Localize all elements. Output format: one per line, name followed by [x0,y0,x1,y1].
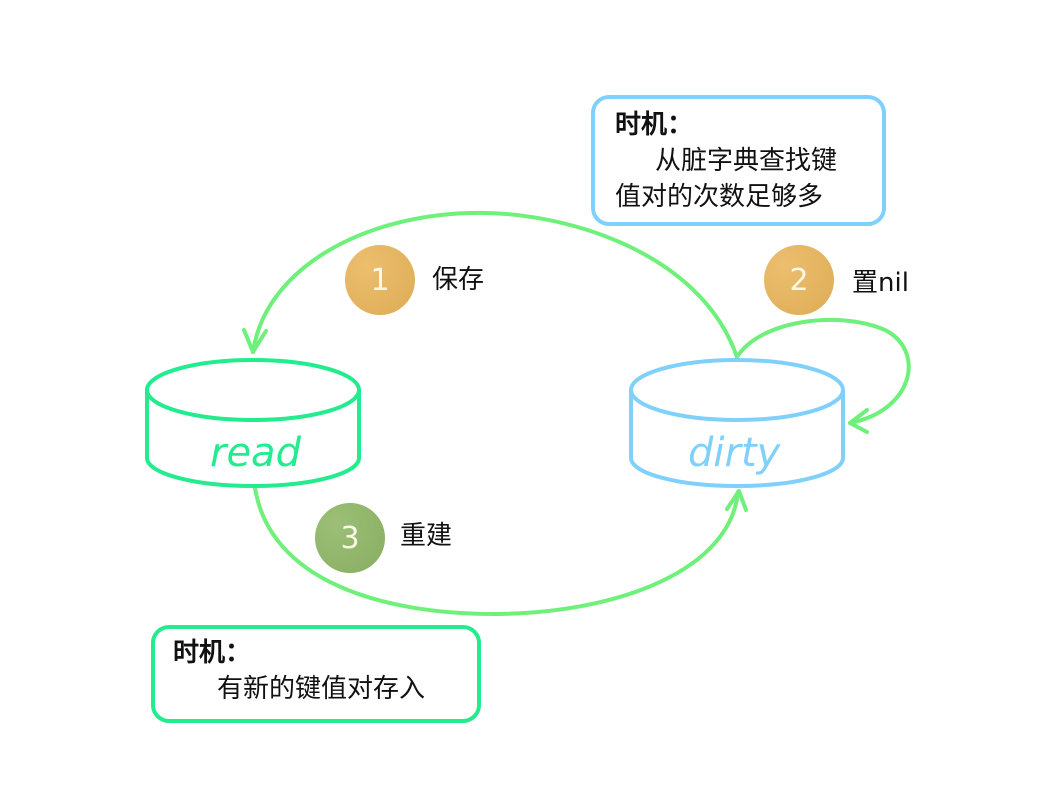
arrow-save-head [242,328,268,354]
note-line: 有新的键值对存入 [217,674,426,704]
dirty-database-label: dirty [688,430,781,476]
step-1-number: 1 [370,262,390,298]
step-3-badge: 3 [315,503,385,573]
note-title: 时机： [615,110,694,140]
arrow-rebuild-head [725,489,748,512]
step-3-number: 3 [340,520,360,556]
arrow-set-nil-head [848,408,869,434]
rebuild-timing-note: 时机： 有新的键值对存入 [151,625,481,723]
step-2-label: 置nil [852,268,909,298]
arrow-save [251,210,739,359]
read-database-label: read [210,430,301,476]
promote-timing-note: 时机： 从脏字典查找键 值对的次数足够多 [591,95,886,226]
step-2-badge: 2 [764,245,834,315]
dirty-database-icon [629,358,845,488]
step-1-label: 保存 [432,265,485,295]
note-line: 值对的次数足够多 [615,182,824,212]
step-2-number: 2 [789,262,809,298]
arrow-set-nil [735,317,911,425]
note-title: 时机： [173,638,252,668]
read-database-icon [145,358,361,488]
arrow-rebuild [253,486,740,617]
step-3-label: 重建 [400,521,453,551]
step-1-badge: 1 [345,245,415,315]
note-line: 从脏字典查找键 [655,146,838,176]
